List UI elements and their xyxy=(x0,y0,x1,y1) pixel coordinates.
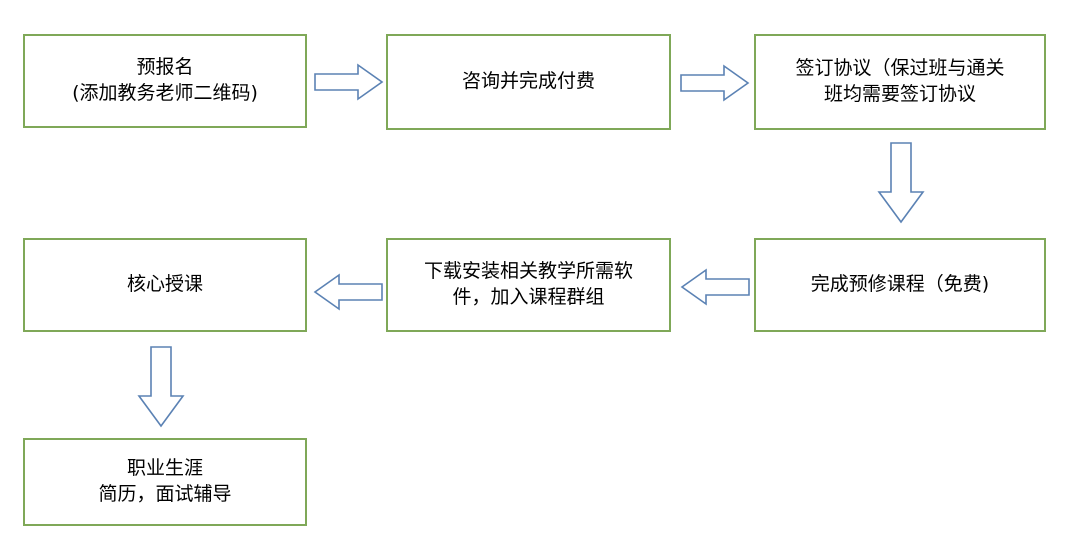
step-text-line: (添加教务老师二维码) xyxy=(72,82,258,104)
step-prerequisite-course: 完成预修课程（免费) xyxy=(754,238,1046,332)
arrow-down-icon xyxy=(137,346,185,428)
step-text-line: 核心授课 xyxy=(126,273,203,296)
step-text-line: 预报名 xyxy=(136,56,194,79)
step-sign-agreement: 签订协议（保过班与通关 班均需要签订协议 xyxy=(754,34,1046,130)
step-text-line: 职业生涯 xyxy=(126,457,203,480)
arrow-left-icon xyxy=(680,268,750,306)
step-core-lectures: 核心授课 xyxy=(23,238,307,332)
step-pre-registration: 预报名 (添加教务老师二维码) xyxy=(23,34,307,128)
step-text-line: 简历，面试辅导 xyxy=(98,483,232,505)
step-text-line: 签订协议（保过班与通关 xyxy=(795,57,1005,80)
arrow-right-icon xyxy=(680,64,750,102)
step-text-line: 咨询并完成付费 xyxy=(461,70,595,93)
step-career-support: 职业生涯 简历，面试辅导 xyxy=(23,438,307,526)
step-consult-and-pay: 咨询并完成付费 xyxy=(386,34,671,130)
step-text-line: 班均需要签订协议 xyxy=(823,83,976,105)
step-install-software-join-group: 下载安装相关教学所需软 件，加入课程群组 xyxy=(386,238,671,332)
arrow-right-icon xyxy=(314,63,384,101)
step-text-line: 件，加入课程群组 xyxy=(452,286,605,308)
step-text-line: 下载安装相关教学所需软 xyxy=(423,260,633,283)
step-text-line: 完成预修课程（免费) xyxy=(810,273,990,296)
arrow-left-icon xyxy=(313,273,383,311)
arrow-down-icon xyxy=(877,142,925,224)
